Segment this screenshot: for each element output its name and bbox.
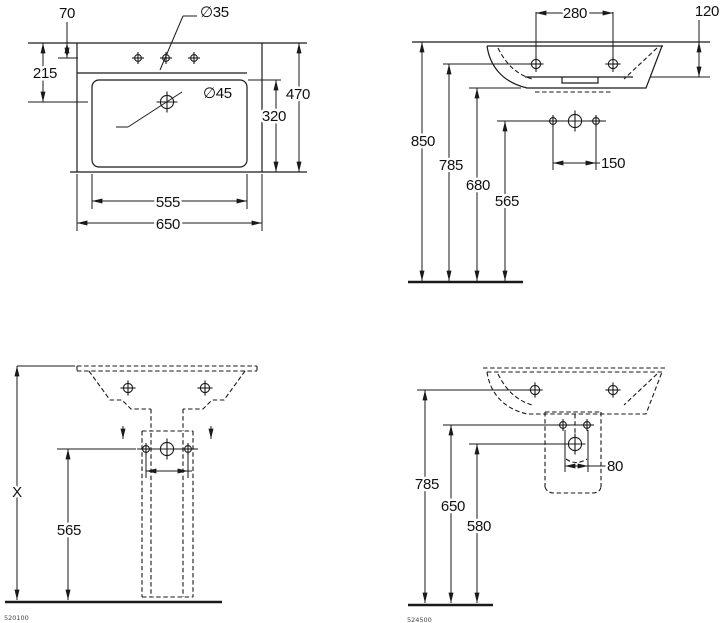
drawing-code-side: 524500: [407, 616, 432, 623]
side-basin-hidden-outline: [483, 367, 667, 415]
side-ped-dimensions: [408, 389, 606, 607]
tap-hole-symbol: [131, 51, 145, 65]
front-pedestal-view: X 565 520100: [4, 365, 258, 622]
dim-label-650-ped: 650: [441, 498, 465, 515]
drain-connection-symbol: [563, 432, 587, 456]
side-basin-outline: [412, 41, 710, 93]
dim-label-280: 280: [563, 5, 587, 22]
front-dimensions: [5, 365, 222, 604]
side-dimensions: [408, 10, 710, 284]
siphon-cover-hidden-outline: [544, 411, 602, 494]
dim-label-555: 555: [156, 194, 180, 211]
drain-connection-symbol: [155, 437, 179, 461]
fixing-hole-symbol: [604, 381, 622, 399]
plan-leader-lines: [116, 15, 197, 128]
dim-label-215: 215: [33, 65, 57, 82]
plan-dimensions: [28, 22, 302, 231]
dim-label-580-ped: 580: [467, 518, 491, 535]
dim-label-680: 680: [466, 177, 490, 194]
dim-label-70: 70: [59, 5, 75, 22]
dim-label-785-ped: 785: [415, 476, 439, 493]
pedestal-hidden-outline: [141, 430, 194, 598]
dim-label-150: 150: [601, 155, 625, 172]
dim-label-dia35: ∅35: [200, 4, 229, 21]
dim-label-650: 650: [156, 216, 180, 233]
dim-label-x: X: [12, 484, 22, 501]
tap-hole-symbol: [159, 51, 173, 65]
dim-label-80: 80: [607, 458, 623, 475]
fixing-hole-symbol: [196, 379, 214, 397]
dim-label-dia45: ∅45: [203, 85, 232, 102]
tap-hole-symbol: [187, 51, 201, 65]
front-basin-hidden-outline: [76, 365, 258, 431]
drawing-code-front: 520100: [4, 614, 29, 622]
dim-label-785: 785: [439, 157, 463, 174]
plan-view: 70 ∅35 ∅45 215 470 320 555 650: [28, 2, 313, 236]
dim-label-470: 470: [286, 86, 310, 103]
plan-basin-outline: [28, 42, 307, 173]
side-pedestal-view: 785 650 580 80 524500: [407, 367, 667, 623]
dim-label-120: 120: [695, 3, 719, 20]
supply-hole-symbol: [181, 442, 195, 456]
dim-label-565: 565: [495, 193, 519, 210]
front-hole-markers: [119, 379, 214, 461]
plan-hole-markers: [131, 51, 201, 114]
side-view: 280 120 850 785 680 565 150: [408, 1, 720, 284]
fixing-hole-symbol: [119, 379, 137, 397]
side-hole-markers: [527, 55, 622, 133]
dim-label-320: 320: [262, 108, 286, 125]
dim-label-850: 850: [411, 133, 435, 150]
dim-label-565-front: 565: [57, 522, 81, 539]
